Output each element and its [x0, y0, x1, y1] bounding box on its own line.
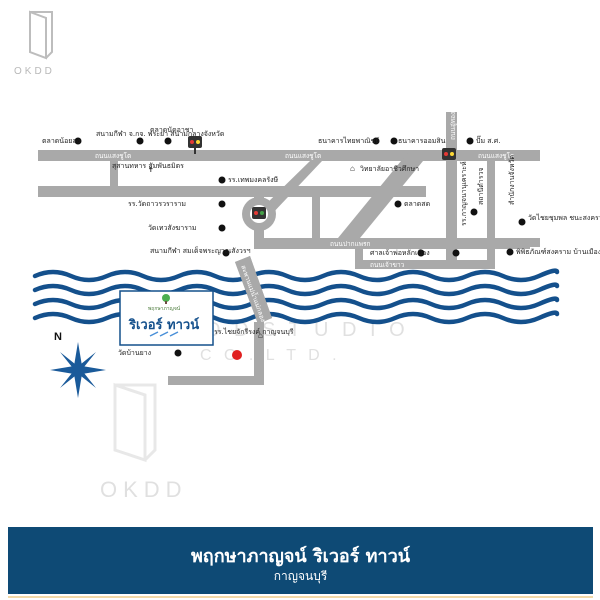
svg-text:ตลาดนัดอาชา: ตลาดนัดอาชา: [150, 126, 194, 134]
road-south-horizontal: [168, 376, 264, 385]
landmark-museum: พิพิธภัณฑ์สงคราม บ้านเมืองเก่า: [506, 248, 600, 256]
svg-text:วัดบ้านยาง: วัดบ้านยาง: [118, 349, 151, 357]
destination-marker: [232, 350, 242, 360]
landmark-school-right: รร.กาญจนานุเคราะห์: [460, 161, 478, 226]
svg-text:ศาลเจ้าพ่อหลักเมือง: ศาลเจ้าพ่อหลักเมือง: [370, 249, 430, 257]
landmark-market2: ตลาดสด: [394, 200, 430, 208]
road-label-middle2: ถนนเจ้าขาว: [370, 261, 405, 269]
watermark-line2: C O . L T D .: [200, 347, 341, 364]
svg-text:วัดเทวสังฆาราม: วัดเทวสังฆาราม: [148, 224, 197, 232]
svg-text:สนามกีฬา จ.กจ. พระยา สนามกลางจ: สนามกีฬา จ.กจ. พระยา สนามกลางจังหวัด: [96, 130, 224, 138]
svg-text:สนามกีฬา สมเด็จพระญาณสังวรฯ: สนามกีฬา สมเด็จพระญาณสังวรฯ: [150, 246, 251, 255]
landmark-shrine: ศาลเจ้าพ่อหลักเมือง: [370, 249, 430, 257]
bottom-accent-line: [8, 596, 593, 598]
river: [32, 268, 560, 325]
svg-text:ตลาดน้อยลง: ตลาดน้อยลง: [42, 137, 80, 145]
bridge: สะพานแม่น้ำแม่กลอง: [235, 256, 272, 324]
landmark-dot-extra: [452, 249, 460, 257]
svg-text:วัดไชยชุมพล ชนะสงคราม: วัดไชยชุมพล ชนะสงคราม: [528, 213, 600, 222]
svg-text:รร.ไชยจักรีรงค์ กาญจนบุรี: รร.ไชยจักรีรงค์ กาญจนบุรี: [214, 327, 294, 336]
landmark-hospital: รร.เทพมงคลรังษี: [218, 176, 279, 184]
compass-icon: N: [50, 331, 106, 398]
banner-title: พฤกษาภาญจน์ ริเวอร์ ทาวน์: [190, 546, 411, 567]
banner-subtitle: กาญจนบุรี: [273, 569, 328, 583]
svg-text:รร.เทพมงคลรังษี: รร.เทพมงคลรังษี: [228, 176, 279, 184]
road-label-top-left: ถนนแสงชูโต: [95, 152, 131, 160]
title-banner: พฤกษาภาญจน์ ริเวอร์ ทาวน์ กาญจนบุรี: [8, 527, 593, 594]
tree-icon: [162, 294, 170, 302]
road-vertical-lower: [355, 238, 363, 269]
landmark-school-bottom: ⌂ รร.ไชยจักรีรงค์ กาญจนบุรี: [214, 327, 294, 340]
svg-text:รร.วัดถาวรวราราม: รร.วัดถาวรวราราม: [128, 200, 186, 208]
road-label-top-mid: ถนนแสงชูโต: [285, 152, 321, 160]
road-vertical-right: [446, 112, 457, 269]
svg-text:พิพิธภัณฑ์สงคราม บ้านเมืองเก่า: พิพิธภัณฑ์สงคราม บ้านเมืองเก่า: [516, 248, 600, 256]
road-right-ext: [495, 238, 540, 247]
project-sign-name: ริเวอร์ ทาวน์: [128, 317, 199, 333]
road-south: [254, 322, 264, 385]
landmark-college: ⌂ วิทยาลัยอาชีวศึกษา: [350, 164, 419, 173]
road-top: [38, 150, 540, 161]
landmark-market: ตลาดน้อยลง: [42, 137, 82, 145]
project-sign: พฤกษาภาญจน์ ริเวอร์ ทาวน์: [119, 290, 214, 346]
svg-text:สุสานทหาร สัมพันธมิตร: สุสานทหาร สัมพันธมิตร: [112, 162, 184, 170]
svg-text:ธนาคารออมสิน: ธนาคารออมสิน: [398, 137, 446, 145]
road-diagonal-upper: [338, 150, 432, 238]
svg-text:วิทยาลัยอาชีวศึกษา: วิทยาลัยอาชีวศึกษา: [360, 164, 419, 173]
road-vertical-mid2: [312, 197, 320, 249]
building-icon: ⌂: [258, 331, 263, 340]
brand-logo-text: OKDD: [14, 66, 55, 77]
road-network: [38, 112, 540, 385]
landmark-bank2: ธนาคารออมสิน: [390, 137, 446, 145]
landmark-bank1: ธนาคารไทยพาณิชย์: [318, 136, 380, 145]
landmark-temple1: รร.วัดถาวรวราราม: [128, 200, 226, 208]
landmark-cemetery: ✝ สุสานทหาร สัมพันธมิตร: [112, 162, 184, 174]
road-second: [38, 186, 426, 197]
brand-logo: OKDD: [14, 10, 55, 77]
landmark-provincial: สำนักงานจังหวัด: [508, 155, 516, 205]
road-diagonal-mid: [262, 161, 322, 216]
traffic-light-icon: [252, 207, 266, 219]
road-label-middle: ถนนปากแพรก: [330, 240, 370, 248]
wave-icon: [149, 331, 179, 337]
landmark-temple-bottom: วัดบ้านยาง: [118, 349, 182, 357]
svg-text:ธนาคารไทยพาณิชย์: ธนาคารไทยพาณิชย์: [318, 136, 380, 145]
road-label-vertical-right: ถนนอู่ทอง: [449, 112, 457, 140]
road-labels: ถนนแสงชูโต ถนนแสงชูโต ถนนแสงชูโต ถนนปากแ…: [95, 112, 514, 269]
road-middle: [262, 238, 530, 249]
landmark-temple2: วัดเทวสังฆาราม: [148, 224, 226, 232]
svg-text:รร.กาญจนานุเคราะห์: รร.กาญจนานุเคราะห์: [460, 161, 468, 226]
landmark-stadium: สนามกีฬา จ.กจ. พระยา สนามกลางจังหวัด: [96, 130, 224, 145]
road-lower-right: [355, 260, 495, 269]
svg-text:ปั๊ม ส.ศ.: ปั๊ม ส.ศ.: [476, 135, 500, 145]
landmark-police: ตลาดนัดอาชา: [150, 126, 194, 145]
cross-icon: ✝: [148, 166, 154, 174]
svg-text:สถานีตำรวจ: สถานีตำรวจ: [477, 168, 485, 206]
svg-text:ตลาดสด: ตลาดสด: [404, 200, 430, 208]
landmarks: ตลาดน้อยลง สนามกีฬา จ.กจ. พระยา สนามกลาง…: [42, 126, 600, 357]
project-sign-small: พฤกษาภาญจน์: [148, 305, 181, 312]
road-label-top-right: ถนนแสงชูโต: [478, 152, 514, 160]
road-vertical-left: [110, 150, 118, 197]
landmark-police-right: สถานีตำรวจ: [477, 168, 485, 206]
svg-text:สำนักงานจังหวัด: สำนักงานจังหวัด: [508, 155, 516, 205]
road-vertical-right2: [487, 150, 495, 269]
traffic-light-icon: [442, 148, 456, 160]
landmark-gas: ปั๊ม ส.ศ.: [466, 135, 500, 145]
landmark-hall: วัดไชยชุมพล ชนะสงคราม: [518, 213, 600, 226]
landmark-park: สนามกีฬา สมเด็จพระญาณสังวรฯ: [150, 246, 251, 257]
compass-north-label: N: [54, 331, 62, 343]
traffic-light-icon: [188, 136, 202, 154]
building-icon: ⌂: [350, 164, 355, 173]
watermark-bottom-text: OKDD: [100, 477, 188, 502]
